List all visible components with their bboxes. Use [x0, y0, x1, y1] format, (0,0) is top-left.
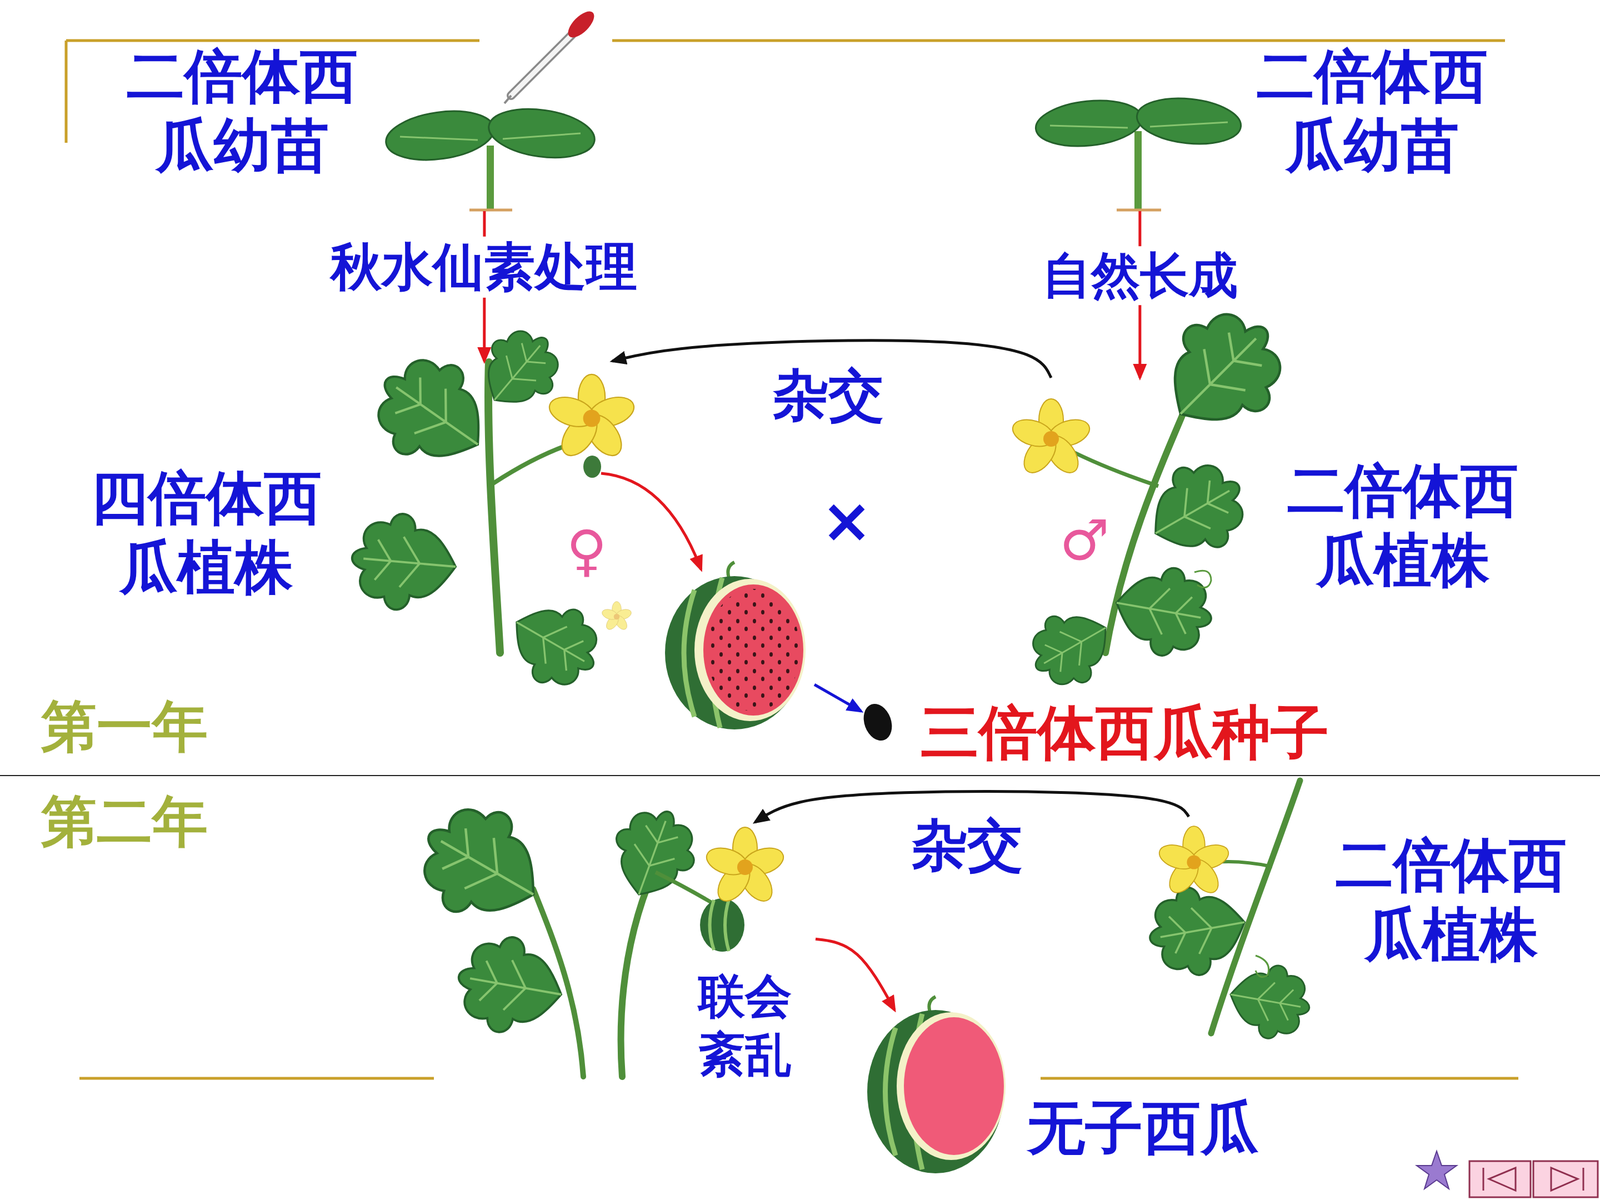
year-label: 第一年	[41, 693, 208, 760]
tetraploid-plant	[347, 315, 638, 702]
plant-node: 联会紊乱	[448, 822, 816, 1078]
node-label: 二倍体西瓜植株	[1330, 830, 1573, 970]
edge-label: 杂交	[769, 362, 888, 429]
arrow-connector	[815, 938, 895, 1010]
plant-node: 二倍体西瓜幼苗	[1036, 94, 1242, 212]
red-arrow	[601, 473, 702, 570]
nav-buttons	[1416, 1151, 1598, 1198]
node-label: 二倍体西瓜植株	[1281, 456, 1525, 595]
edge-label: 杂交	[908, 812, 1027, 879]
diploid-plant	[1142, 780, 1316, 1045]
plant-node: 二倍体西瓜幼苗	[382, 100, 598, 212]
node-label: 无子西瓜	[1027, 1093, 1259, 1163]
watermelon-fruit	[665, 562, 806, 730]
plant-node: 三倍体西瓜种子	[861, 701, 895, 744]
male-symbol: ♂	[1059, 507, 1110, 574]
node-label: 四倍体西瓜植株	[85, 463, 328, 603]
plant-node: 无子西瓜	[867, 1010, 1004, 1174]
plant-node: 二倍体西瓜植株	[1163, 816, 1347, 1034]
year-divider	[0, 775, 1600, 777]
seedling	[1033, 93, 1243, 210]
node-label: 联会紊乱	[693, 967, 797, 1084]
arrow-connector	[814, 684, 862, 712]
frame-line	[66, 40, 1519, 1079]
year-label: 第二年	[41, 788, 208, 855]
seedling	[382, 102, 598, 210]
edge-label: 自然长成	[1038, 246, 1242, 305]
node-label: 二倍体西瓜幼苗	[121, 41, 364, 181]
seedless-watermelon	[867, 996, 1006, 1174]
seed	[858, 700, 897, 745]
cross-symbol: ×	[821, 483, 873, 558]
node-label: 三倍体西瓜种子	[920, 697, 1329, 768]
dropper	[504, 7, 599, 104]
female-symbol: ♀	[566, 517, 607, 585]
node-label: 二倍体西瓜幼苗	[1251, 41, 1494, 181]
edge-label: 秋水仙素处理	[327, 236, 641, 298]
diploid-plant	[1009, 290, 1305, 700]
